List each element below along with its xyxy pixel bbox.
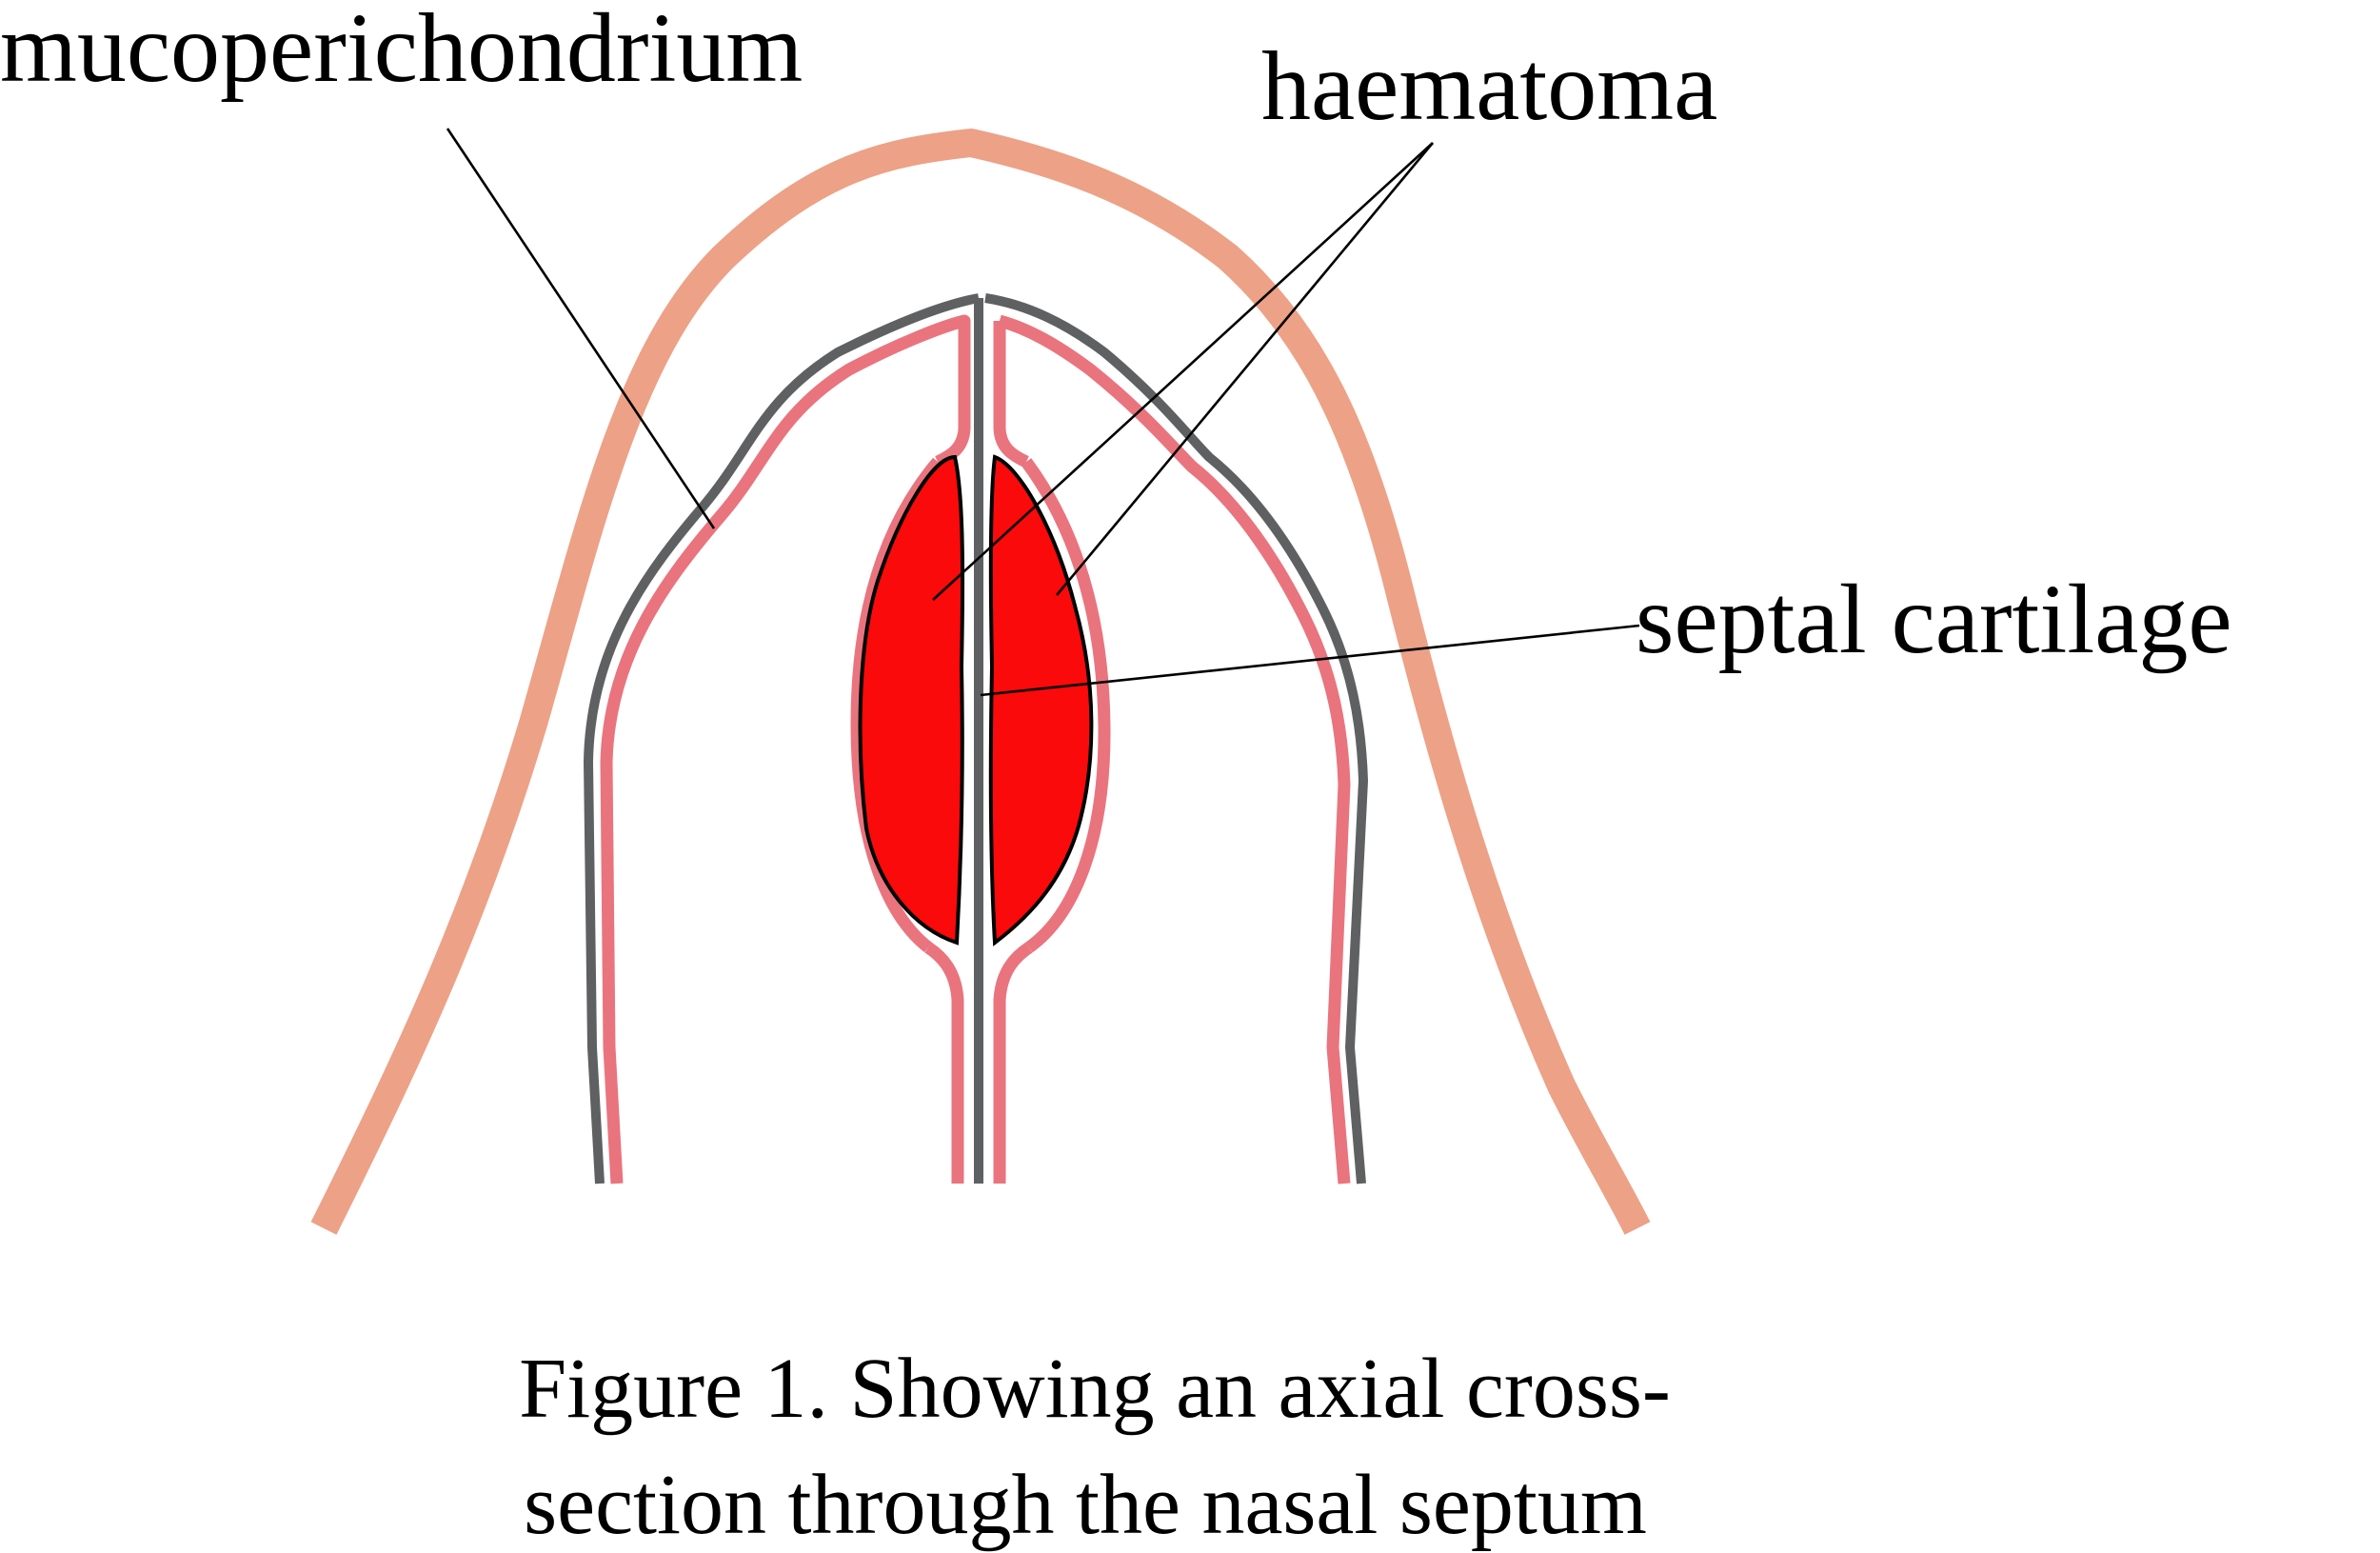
left-wall-mucosa: [600, 314, 971, 1185]
haematoma-leader-right: [1056, 142, 1434, 596]
figure-caption-line-1: Figure 1. Showing an axial cross-: [519, 1342, 1671, 1436]
right-wall-cartilage: [984, 293, 1368, 1185]
right-septal-mucosa-top: [993, 321, 1029, 468]
outer-nose-contour: [310, 129, 1651, 1235]
haematoma-leader-left: [932, 142, 1434, 601]
mucoperichondrium-label: mucoperichondrium: [0, 0, 803, 103]
right-haematoma: [988, 454, 1094, 946]
left-wall-cartilage: [584, 293, 980, 1185]
septal-cartilage-leader: [980, 624, 1640, 697]
left-haematoma: [858, 454, 965, 946]
right-wall-mucosa: [998, 314, 1351, 1185]
septal-mucosa-lower-right: [993, 942, 1033, 1184]
left-lifted-mucoperichondrium: [850, 457, 942, 953]
mucoperichondrium-leader: [446, 128, 716, 529]
septal-mucosa-lower-left: [924, 942, 964, 1184]
haematoma-label: haematoma: [1261, 31, 1717, 141]
septal-cartilage-label: septal cartilage: [1636, 565, 2232, 674]
right-lifted-mucoperichondrium: [1021, 458, 1111, 953]
figure-caption-line-2: section through the nasal septum: [524, 1458, 1647, 1552]
